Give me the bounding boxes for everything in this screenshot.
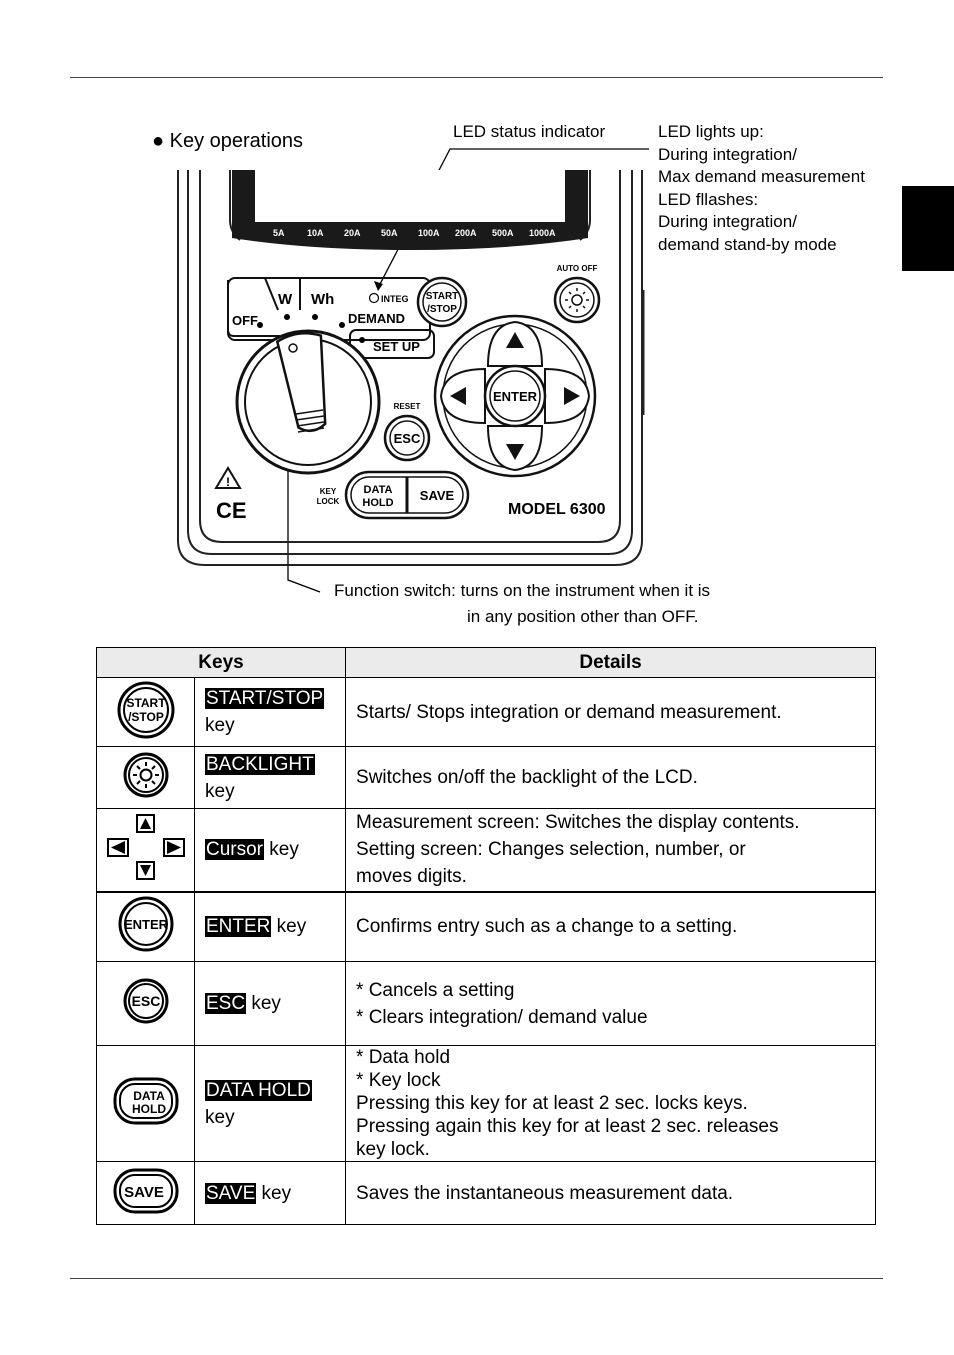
off-label: OFF xyxy=(232,313,258,328)
function-switch-note-line2: in any position other than OFF. xyxy=(467,607,699,626)
table-row: SAVE SAVE key Saves the instantaneous me… xyxy=(96,1161,877,1225)
function-switch-note-line1: Function switch: turns on the instrument… xyxy=(334,581,711,600)
svg-text:HOLD: HOLD xyxy=(132,1102,166,1116)
lock-label: LOCK xyxy=(317,497,340,506)
device-start-label: START xyxy=(426,291,459,302)
key-name: START/STOP xyxy=(205,688,325,709)
ce-mark: CE xyxy=(216,498,247,523)
svg-text:/STOP: /STOP xyxy=(128,710,164,724)
svg-text:ENTER: ENTER xyxy=(123,917,168,932)
save-icon: SAVE xyxy=(113,1168,178,1213)
range-label: 50A xyxy=(381,228,398,238)
model-label: MODEL 6300 xyxy=(508,501,606,518)
key-details: * Cancels a setting * Clears integration… xyxy=(345,961,877,1046)
key-name: BACKLIGHT xyxy=(205,753,315,775)
svg-text:ESC: ESC xyxy=(131,993,160,1009)
esc-icon: ESC xyxy=(123,978,168,1024)
svg-text:!: ! xyxy=(226,475,230,489)
section-heading: ● Key operations xyxy=(152,130,304,152)
demand-label: DEMAND xyxy=(348,311,405,326)
range-label: 5A xyxy=(273,228,285,238)
range-label: 20A xyxy=(344,228,361,238)
table-header-row: Keys Details xyxy=(95,647,877,678)
svg-text:DATA: DATA xyxy=(133,1089,165,1103)
integ-label: INTEG xyxy=(381,294,409,304)
device-data-label: DATA xyxy=(364,484,393,496)
table-row: Cursor key Measurement screen: Switches … xyxy=(96,808,877,892)
keys-header: Keys xyxy=(95,647,347,678)
key-details: Measurement screen: Switches the display… xyxy=(345,808,877,892)
key-label: KEY xyxy=(320,487,337,496)
svg-text:START: START xyxy=(126,696,166,710)
led-notes: LED lights up: During integration/ Max d… xyxy=(658,122,865,254)
key-details: Saves the instantaneous measurement data… xyxy=(345,1161,877,1225)
auto-off-label: AUTO OFF xyxy=(557,264,598,273)
svg-text:SAVE: SAVE xyxy=(124,1184,164,1201)
range-label: 500A xyxy=(492,228,514,238)
key-name: SAVE xyxy=(205,1182,257,1204)
top-rule xyxy=(70,77,883,78)
device-stop-label: /STOP xyxy=(427,304,457,315)
key-name: ESC xyxy=(205,993,247,1014)
range-label: 200A xyxy=(455,228,477,238)
range-label: 10A xyxy=(307,228,324,238)
backlight-icon xyxy=(123,752,168,798)
key-name: Cursor xyxy=(205,839,265,861)
key-details: * Data hold * Key lock Pressing this key… xyxy=(345,1045,877,1162)
data-hold-icon: DATA HOLD xyxy=(113,1077,178,1125)
section-tab xyxy=(902,186,954,271)
bottom-rule xyxy=(70,1278,883,1279)
key-details: Starts/ Stops integration or demand meas… xyxy=(345,677,877,747)
enter-icon: ENTER xyxy=(118,896,173,952)
range-label: 100A xyxy=(418,228,440,238)
cursor-icon xyxy=(106,814,185,881)
device-save-label: SAVE xyxy=(420,488,455,503)
table-row: ESC ESC key * Cancels a setting * Clears… xyxy=(96,961,877,1046)
wh-label: Wh xyxy=(311,291,334,308)
instrument-illustration: 5A 10A 20A 50A 100A 200A 500A 1000A OFF W Wh IN… xyxy=(177,170,645,566)
table-row: ENTER ENTER key Confirms entry such as a… xyxy=(96,891,877,962)
start-stop-icon: START /STOP xyxy=(117,681,174,738)
key-name: ENTER xyxy=(205,916,272,938)
device-esc-label: ESC xyxy=(394,431,421,446)
range-label: 1000A xyxy=(529,228,556,238)
device-enter-label: ENTER xyxy=(493,389,538,404)
details-header: Details xyxy=(345,647,877,678)
key-details: Switches on/off the backlight of the LCD… xyxy=(345,746,877,809)
key-name: DATA HOLD xyxy=(205,1079,312,1101)
w-label: W xyxy=(278,291,293,308)
setup-label: SET UP xyxy=(373,339,420,354)
device-hold-label: HOLD xyxy=(362,497,393,509)
key-details: Confirms entry such as a change to a set… xyxy=(345,891,877,962)
led-label: LED status indicator xyxy=(453,122,606,141)
reset-label: RESET xyxy=(394,402,421,411)
